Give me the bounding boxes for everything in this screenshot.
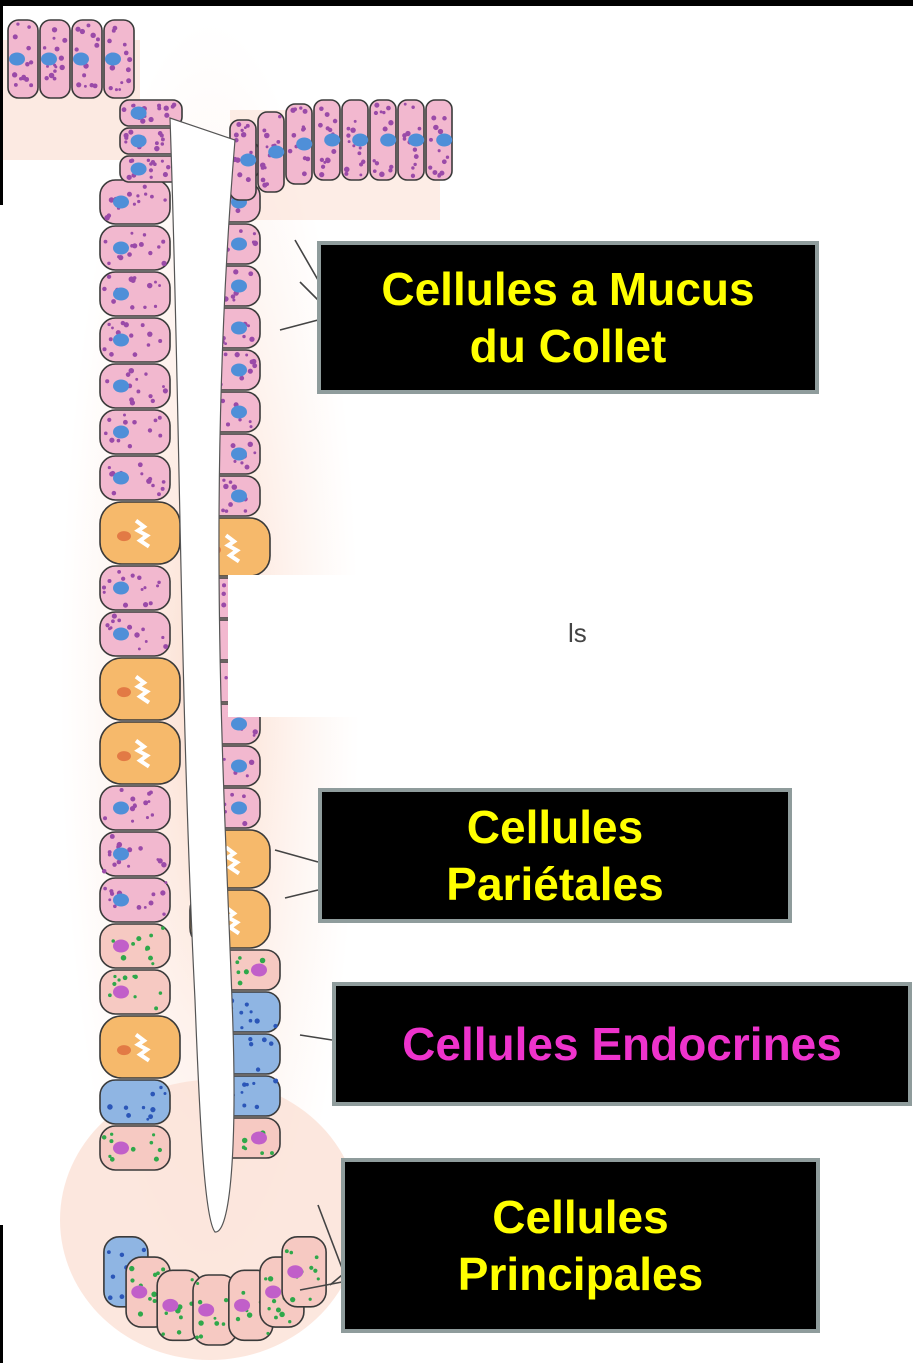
parietal-cell bbox=[100, 722, 180, 784]
label-parietal-cells: Cellules Pariétales bbox=[318, 788, 792, 923]
mucous-cell bbox=[100, 612, 170, 656]
chief-cell bbox=[282, 1237, 326, 1307]
chief-cell bbox=[100, 1126, 170, 1170]
mucous-cell bbox=[286, 104, 312, 184]
label-text-line: du Collet bbox=[381, 318, 754, 374]
label-text-line: Cellules bbox=[458, 1189, 703, 1245]
label-text-line: Cellules Endocrines bbox=[402, 1016, 842, 1072]
mucous-cell bbox=[100, 272, 170, 316]
mucous-cell bbox=[398, 100, 424, 180]
mucous-cell bbox=[100, 180, 170, 224]
residual-text: ls bbox=[568, 618, 587, 649]
mucous-cell bbox=[100, 318, 170, 362]
mucous-cell bbox=[104, 20, 134, 98]
mucous-cell bbox=[100, 832, 170, 876]
mucous-cell bbox=[342, 100, 368, 180]
mucous-cell bbox=[314, 100, 340, 180]
label-mucous-neck-cells: Cellules a Mucus du Collet bbox=[317, 241, 819, 394]
mucous-cell bbox=[72, 20, 102, 98]
mucous-cell bbox=[100, 878, 170, 922]
mucous-cell bbox=[100, 410, 170, 454]
parietal-cell bbox=[100, 658, 180, 720]
mucous-cell bbox=[426, 100, 452, 180]
label-text-line: Pariétales bbox=[446, 856, 663, 912]
chief-cell bbox=[100, 970, 170, 1014]
endocrine-cell bbox=[100, 1080, 170, 1124]
mucous-cell bbox=[100, 456, 170, 500]
edge-bar-top bbox=[0, 0, 913, 6]
label-endocrine-cells: Cellules Endocrines bbox=[332, 982, 912, 1106]
mucous-cell bbox=[258, 112, 284, 192]
edge-bar-left-top bbox=[0, 0, 3, 205]
mucous-cell bbox=[8, 20, 38, 98]
gland-left-wall bbox=[100, 180, 180, 1170]
label-text-line: Cellules a Mucus bbox=[381, 261, 754, 317]
edge-bar-left-bottom bbox=[0, 1225, 3, 1363]
label-text-line: Principales bbox=[458, 1246, 703, 1302]
mucous-cell bbox=[100, 786, 170, 830]
label-text-line: Cellules bbox=[446, 799, 663, 855]
mucous-cell bbox=[40, 20, 70, 98]
mucous-cell bbox=[100, 226, 170, 270]
parietal-cell bbox=[100, 1016, 180, 1078]
label-chief-cells: Cellules Principales bbox=[341, 1158, 820, 1333]
chief-cell bbox=[100, 924, 170, 968]
parietal-cell bbox=[100, 502, 180, 564]
mucous-cell bbox=[100, 566, 170, 610]
mucous-cell bbox=[100, 364, 170, 408]
mucous-cell bbox=[370, 100, 396, 180]
